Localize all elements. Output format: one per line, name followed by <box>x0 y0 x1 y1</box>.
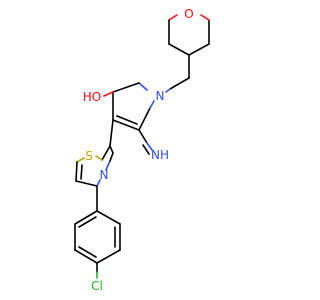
bond <box>169 77 190 90</box>
thiazole-nitrogen-label: N <box>100 168 109 182</box>
bond <box>75 180 98 187</box>
bond <box>96 179 101 187</box>
oxygen-atom-label: O <box>184 7 193 21</box>
bond <box>105 160 111 171</box>
bond <box>138 82 148 91</box>
bond <box>78 216 97 228</box>
bond <box>112 82 140 93</box>
bond <box>168 14 178 21</box>
bond <box>142 144 150 155</box>
bond <box>101 145 111 161</box>
bond <box>138 107 151 131</box>
bond <box>109 152 114 162</box>
pyrrole-nitrogen-label: N <box>156 89 165 103</box>
bond <box>75 161 78 182</box>
bond <box>103 91 114 97</box>
bond <box>165 88 171 93</box>
bond <box>112 119 140 131</box>
bond <box>74 249 98 264</box>
chlorophenyl-ring <box>74 210 121 264</box>
bond <box>78 246 97 258</box>
bond <box>96 249 121 264</box>
hydroxyl-label: HO <box>83 90 101 104</box>
bond <box>149 100 155 109</box>
imine-label: NH <box>151 148 169 162</box>
bond <box>200 14 210 21</box>
bond <box>146 142 153 151</box>
pyrroline-ring <box>112 82 155 131</box>
molecule-structure: O N HO NH S N Cl <box>74 7 210 293</box>
bond <box>109 119 114 147</box>
bond <box>80 164 83 180</box>
bond <box>109 145 114 154</box>
bond <box>96 210 121 225</box>
structure-canvas: O N HO NH S N Cl <box>74 7 210 293</box>
bond <box>116 115 138 125</box>
chlorine-atom-label: Cl <box>91 279 103 293</box>
bond <box>168 43 190 56</box>
bond <box>138 129 148 144</box>
bond <box>74 210 98 225</box>
thiazole-ring <box>75 145 114 187</box>
bond <box>188 43 210 56</box>
oxane-ring <box>168 14 210 56</box>
bond <box>76 157 85 163</box>
sulfur-atom-label: S <box>85 149 93 163</box>
bond <box>95 155 103 161</box>
